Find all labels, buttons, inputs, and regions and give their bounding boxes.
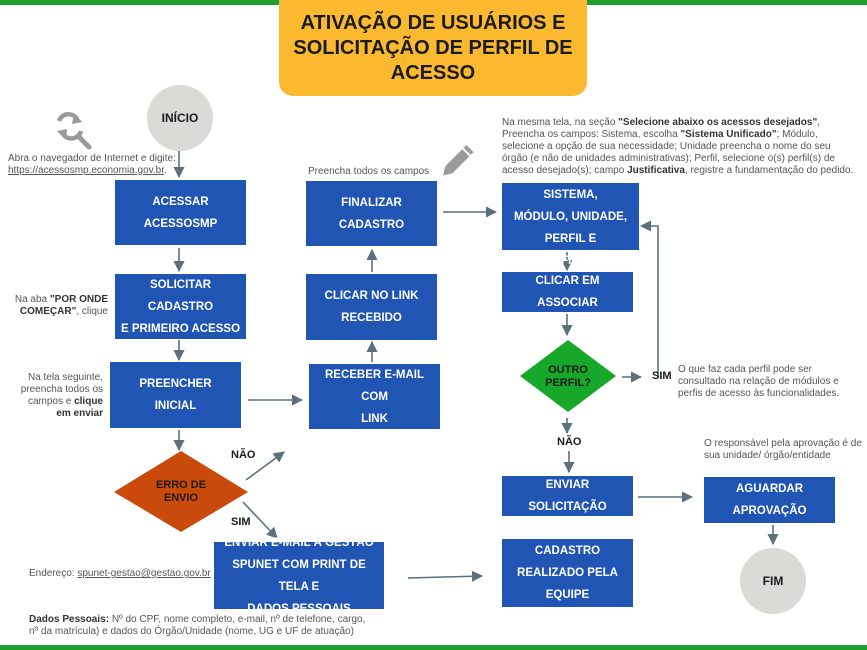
label-nao-outro: NÃO bbox=[557, 436, 582, 448]
title-banner: ATIVAÇÃO DE USUÁRIOS E SOLICITAÇÃO DE PE… bbox=[279, 0, 587, 96]
label-sim-erro: SIM bbox=[231, 516, 251, 528]
box-enviar-solicitacao: ENVIAR SOLICITAÇÃO bbox=[502, 476, 633, 516]
start-label: INÍCIO bbox=[161, 111, 199, 125]
box-enviar-email-gestao: ENVIAR E-MAIL À GESTÃO SPUNET COM PRINT … bbox=[214, 537, 384, 615]
note-dados-text: Nº do CPF, nome completo, e-mail, nº de … bbox=[29, 614, 366, 637]
note-aba-pre: Na aba bbox=[14, 294, 50, 305]
note-mesma-b3: Justificativa bbox=[627, 165, 685, 176]
box-receber-email: RECEBER E-MAIL COM LINK bbox=[309, 364, 440, 429]
note-endereco-pre: Endereço: bbox=[29, 568, 78, 579]
note-mesma-b1: "Selecione abaixo os acessos desejados" bbox=[618, 117, 818, 128]
note-mesma-3: ; Módulo, selecione a opção de sua neces… bbox=[502, 129, 835, 176]
label-sim-outro: SIM bbox=[652, 370, 672, 382]
note-mesma-tela: Na mesma tela, na seção "Selecione abaix… bbox=[502, 117, 858, 177]
note-mesma-4: , registre a fundamentação do pedido. bbox=[684, 165, 854, 176]
box-solicitar-cadastro: SOLICITAR CADASTRO E PRIMEIRO ACESSO bbox=[115, 274, 246, 339]
decision-outro-label: OUTRO PERFIL? bbox=[545, 364, 591, 389]
note-navegador: Abra o navegador de Internet e digite: h… bbox=[8, 153, 178, 177]
note-endereco: Endereço: spunet-gestao@gestao.gov.br bbox=[29, 568, 211, 580]
note-preencha-campos: Preencha todos os campos bbox=[308, 166, 430, 177]
note-navegador-text: Abra o navegador de Internet e digite: bbox=[8, 153, 176, 164]
box-preencher-inicial: PREENCHER INICIAL bbox=[110, 362, 241, 428]
end-label: FIM bbox=[762, 574, 784, 588]
note-tela-seguinte: Na tela seguinte, preencha todos os camp… bbox=[14, 372, 103, 420]
note-mesma-b2: "Sistema Unificado" bbox=[680, 129, 777, 140]
end-node: FIM bbox=[740, 548, 806, 614]
gestao-email-link[interactable]: spunet-gestao@gestao.gov.br bbox=[77, 568, 211, 579]
box-clicar-link: CLICAR NO LINK RECEBIDO bbox=[306, 274, 437, 340]
note-perfil-info: O que faz cada perfil pode ser consultad… bbox=[678, 364, 840, 399]
box-finalizar-cadastro: FINALIZAR CADASTRO bbox=[306, 181, 437, 246]
note-aba-post: , clique bbox=[76, 306, 108, 317]
box-cadastro-realizado: CADASTRO REALIZADO PELA EQUIPE bbox=[502, 539, 633, 607]
note-aba: Na aba "POR ONDE COMEÇAR", clique bbox=[4, 294, 108, 318]
refresh-search-icon bbox=[56, 111, 92, 150]
note-tela-pre: Na tela seguinte, preencha todos os camp… bbox=[20, 372, 103, 407]
acessosmp-link[interactable]: https://acessosmp.economia.gov.br bbox=[8, 165, 165, 176]
note-dados-bold: Dados Pessoais: bbox=[29, 614, 110, 625]
note-tela-bold: clique em enviar bbox=[56, 396, 103, 419]
pencil-icon bbox=[443, 145, 474, 176]
decision-erro-envio bbox=[114, 451, 248, 532]
box-aguardar-aprovacao: AGUARDAR APROVAÇÃO bbox=[704, 477, 835, 523]
box-acessar-acessosmp: ACESSAR ACESSOSMP bbox=[115, 180, 246, 245]
note-dados-pessoais: Dados Pessoais: Nº do CPF, nome completo… bbox=[29, 614, 377, 638]
box-selecionar-sistema: SELECIONAR SISTEMA, MÓDULO, UNIDADE, PER… bbox=[502, 167, 639, 267]
page-title: ATIVAÇÃO DE USUÁRIOS E SOLICITAÇÃO DE PE… bbox=[293, 11, 573, 84]
decision-erro-label: ERRO DE ENVIO bbox=[155, 479, 207, 504]
start-node: INÍCIO bbox=[147, 85, 213, 151]
note-responsavel: O responsável pela aprovação é de sua un… bbox=[704, 438, 862, 461]
note-mesma-1: Na mesma tela, na seção bbox=[502, 117, 619, 128]
decision-outro-perfil bbox=[520, 340, 616, 412]
note-aba-bold: "POR ONDE COMEÇAR" bbox=[19, 294, 108, 317]
note-navegador-end: . bbox=[164, 165, 167, 176]
label-nao-erro: NÃO bbox=[231, 449, 256, 461]
note-mesma-2: , Preencha os campos: Sistema, escolha bbox=[502, 117, 820, 140]
box-clicar-associar: CLICAR EM ASSOCIAR bbox=[502, 272, 633, 312]
bottom-bar bbox=[0, 645, 867, 650]
